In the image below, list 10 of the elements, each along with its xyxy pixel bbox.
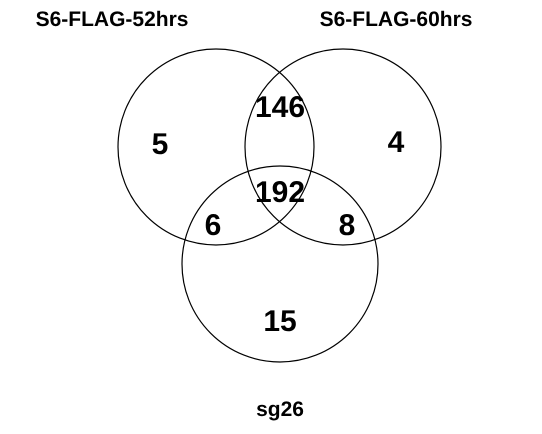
- region-count: 6: [204, 209, 222, 243]
- region-count: 5: [152, 128, 168, 162]
- set-label: sg26: [256, 398, 304, 422]
- set-label: S6-FLAG-60hrs: [320, 8, 472, 32]
- set-label: S6-FLAG-52hrs: [36, 8, 188, 32]
- region-count: 146: [254, 91, 306, 125]
- region-count: 192: [254, 176, 306, 210]
- region-count: 8: [338, 209, 356, 243]
- region-count: 15: [263, 305, 297, 339]
- region-count: 4: [388, 126, 404, 160]
